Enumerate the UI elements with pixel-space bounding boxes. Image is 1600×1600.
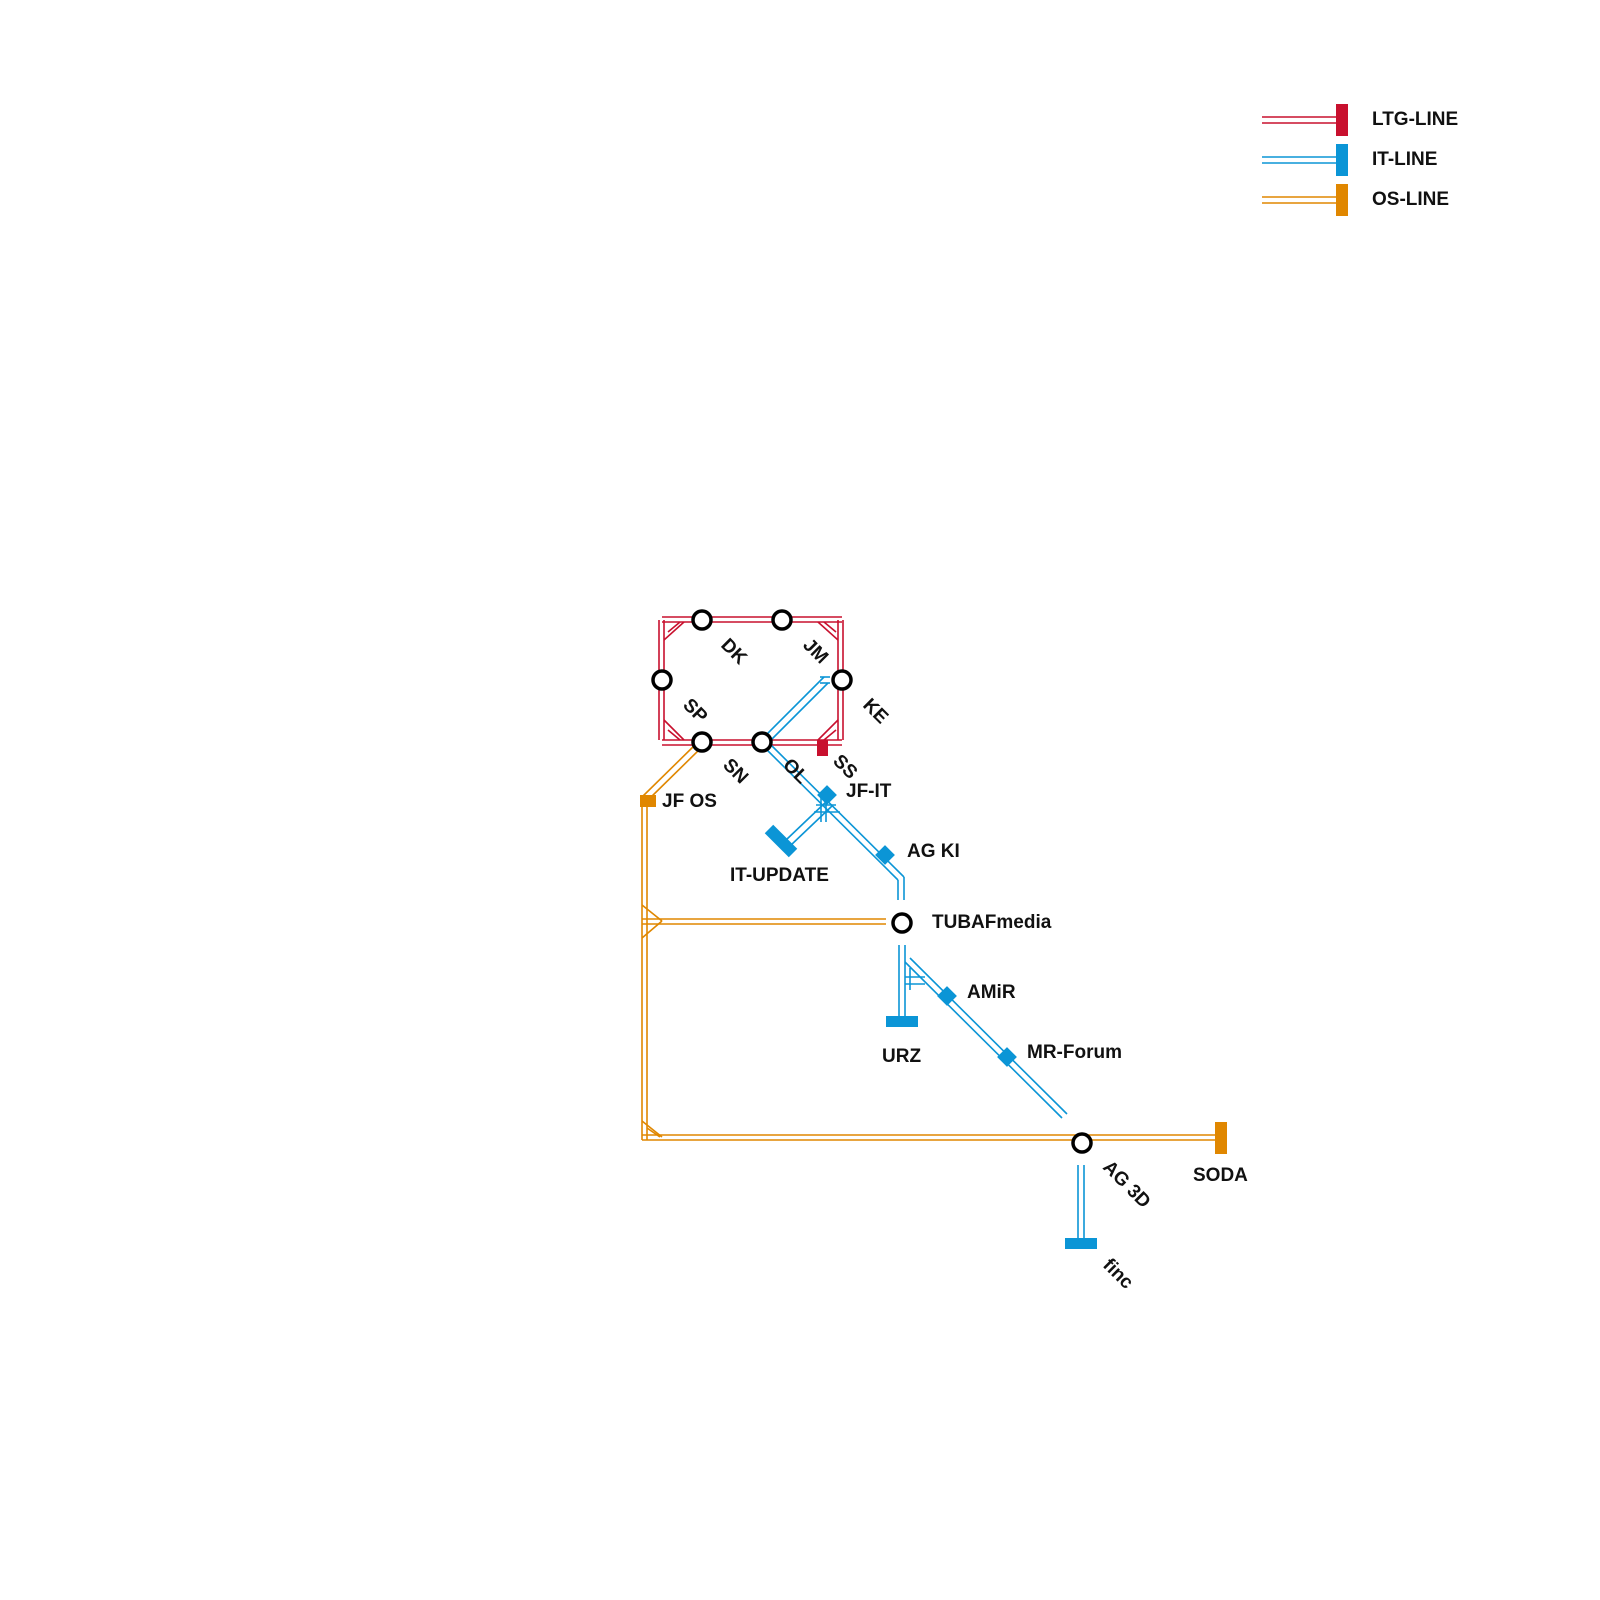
legend-swatch-os [1336,184,1348,216]
label-ag-ki: AG KI [907,841,960,862]
label-ag-3d: AG 3D [1098,1157,1154,1213]
ss-stop-marker [817,740,828,756]
station-tubafmedia [891,912,913,934]
label-amir: AMiR [967,982,1016,1003]
station-labels: DK JM KE SP SN OL SS JF-IT JF OS IT-UPDA… [662,635,1248,1294]
it-update-terminus [764,824,798,858]
legend-swatch-ltg [1336,104,1348,136]
label-urz: URZ [882,1046,921,1067]
label-jf-it: JF-IT [846,781,892,802]
station-circles [651,609,1093,1154]
label-sp: SP [678,695,711,728]
label-ss: SS [828,751,861,784]
station-jm [771,609,793,631]
label-jf-os: JF OS [662,791,717,812]
legend-label-os: OS-LINE [1372,189,1449,210]
urz-terminus [886,1016,918,1027]
legend-label-ltg: LTG-LINE [1372,109,1458,130]
label-ol: OL [778,755,812,789]
mr-forum-stop-marker [997,1047,1017,1067]
station-ke [831,669,853,691]
ag-ki-stop-marker [875,845,895,865]
station-sn [691,731,713,753]
label-ke: KE [858,695,892,729]
soda-terminus [1215,1122,1227,1154]
legend-item-os: OS-LINE [1262,184,1449,216]
label-jm: JM [798,635,832,669]
station-ag-3d [1071,1132,1093,1154]
jf-it-stop-marker [817,785,837,805]
label-dk: DK [716,635,750,669]
label-tubafmedia: TUBAFmedia [932,912,1052,933]
station-sp [651,669,673,691]
label-finc: finc [1098,1255,1137,1294]
station-dk [691,609,713,631]
legend-swatch-it [1336,144,1348,176]
legend-label-it: IT-LINE [1372,149,1437,170]
jf-os-stop-marker [640,795,656,807]
label-mr-forum: MR-Forum [1027,1042,1122,1063]
finc-terminus [1065,1238,1097,1249]
legend-item-ltg: LTG-LINE [1262,104,1458,136]
it-line [761,676,1085,1240]
label-it-update: IT-UPDATE [730,865,829,886]
amir-stop-marker [937,986,957,1006]
label-soda: SODA [1193,1165,1248,1186]
stop-markers [640,740,1227,1249]
legend-item-it: IT-LINE [1262,144,1437,176]
label-sn: SN [718,755,752,789]
station-ol [751,731,773,753]
legend: LTG-LINE IT-LINE OS-LINE [1262,104,1458,216]
os-line [641,741,1222,1141]
